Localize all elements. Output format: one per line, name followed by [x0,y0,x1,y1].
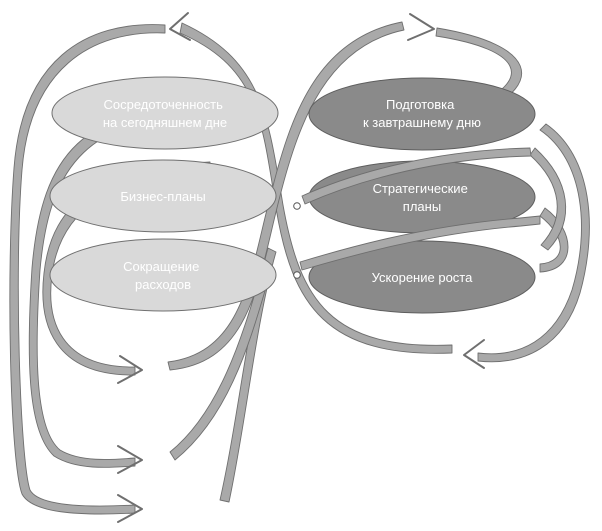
crossing-dot-lower [293,271,301,279]
arrow-band-right-inner [529,147,567,251]
arrow-band-right-outer [477,123,590,363]
ellipse-focus-today [51,76,279,150]
ellipse-growth-acceleration [308,240,536,314]
arrow-band-front-cross-right [299,215,541,271]
arrow-band-left-outer [9,24,166,515]
arrowhead-right-bottom [463,339,485,369]
label-growth-acceleration: Ускорение роста [372,270,473,285]
ellipse-prepare-tomorrow [308,77,536,151]
arrowhead-left-middle [117,445,143,474]
arrowhead-left-upper [117,355,143,384]
arrowhead-left-bottom [117,494,143,523]
label-cost-cutting: Сокращение расходов [123,259,203,292]
label-focus-today: Сосредоточенность на сегодняшнем дне [103,97,227,130]
crossing-dot-upper [293,202,301,210]
label-business-plans: Бизнес-планы [120,189,205,204]
ellipse-cost-cutting [49,238,277,312]
ellipse-business-plans [49,159,277,233]
arrow-band-right-top-exit [435,27,522,111]
label-strategic-plans: Стратегические планы [373,181,472,214]
arrowhead-top-left [169,12,191,41]
arrowhead-top-right [407,13,435,41]
label-prepare-tomorrow: Подготовка к завтрашнему дню [363,97,481,130]
arrow-band-front-cross-upper [301,147,532,205]
